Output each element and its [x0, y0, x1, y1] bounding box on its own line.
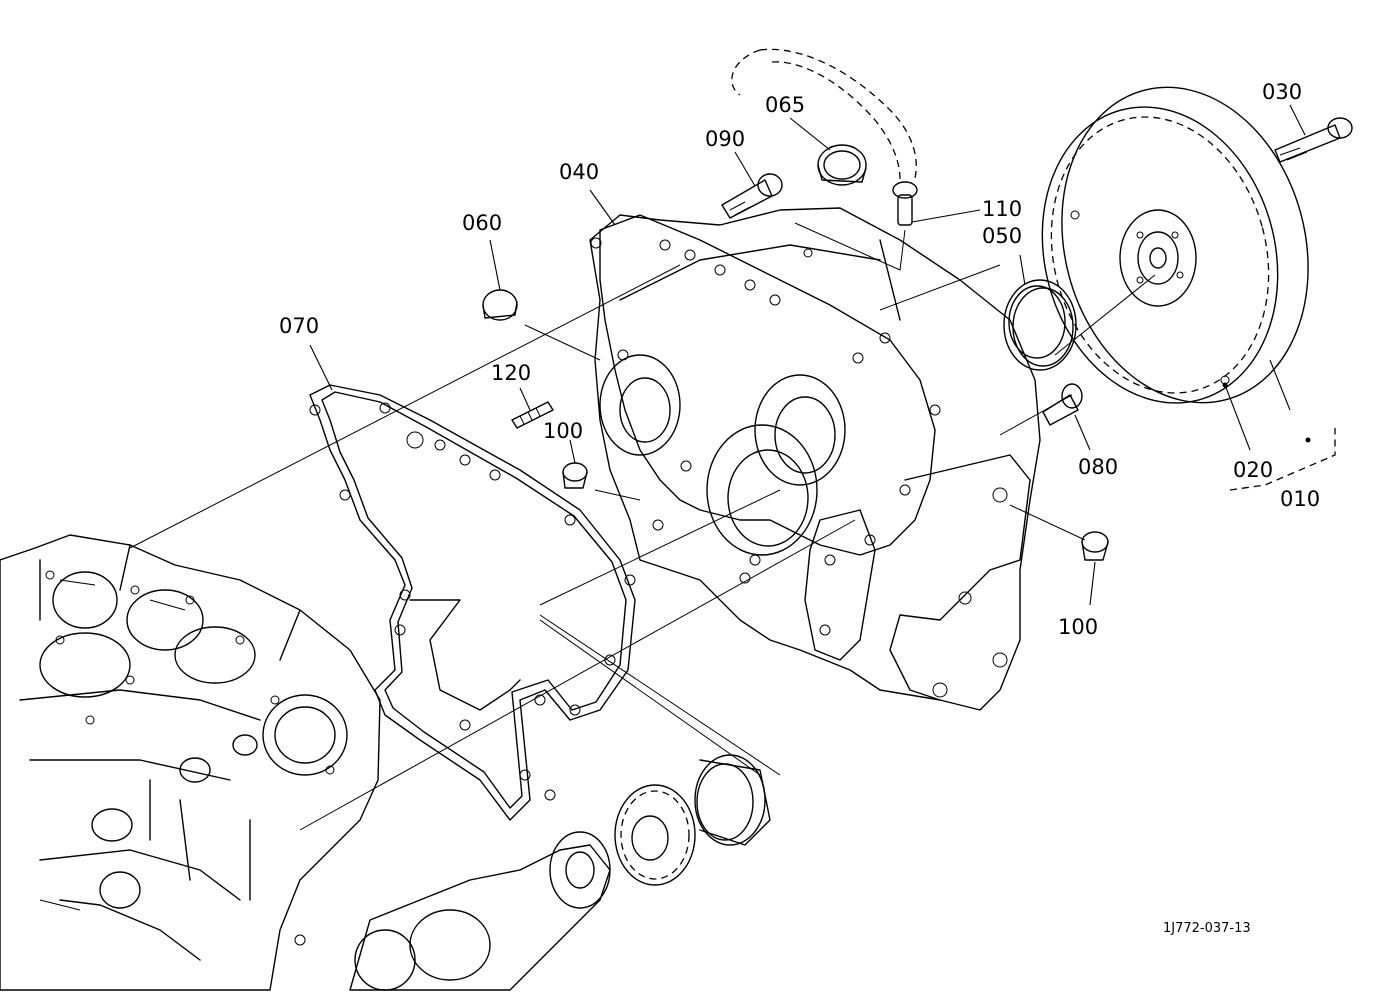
callout-030: 030: [1262, 80, 1302, 104]
leader-lines: [309, 104, 1336, 606]
callout-010: 010: [1280, 487, 1320, 511]
flywheel-020: [1041, 86, 1309, 404]
callout-050: 050: [982, 224, 1022, 248]
callout-070: 070: [279, 314, 319, 338]
bolt-030: [1274, 117, 1353, 163]
callout-080: 080: [1078, 455, 1118, 479]
drawing-number: 1J772-037-13: [1163, 921, 1251, 936]
bushing-100-left: [562, 462, 588, 489]
plug-060: [482, 289, 518, 321]
callout-090: 090: [705, 127, 745, 151]
callout-020: 020: [1233, 458, 1273, 482]
engine-block: [0, 534, 381, 991]
gear-case-040: [589, 207, 1041, 711]
callout-100-right: 100: [1058, 615, 1098, 639]
bolt-090: [721, 173, 783, 219]
oil-seal-050: [1003, 279, 1077, 371]
callout-labels: 010 020 030 040 050 060 065 070 080 090 …: [279, 80, 1320, 936]
gasket-070: [309, 384, 636, 821]
callout-040: 040: [559, 160, 599, 184]
callout-110: 110: [982, 197, 1022, 221]
bushing-100-right: [1081, 531, 1109, 561]
breather-pipe-110: [731, 48, 918, 226]
callout-060: 060: [462, 211, 502, 235]
plug-065: [817, 144, 867, 186]
crankshaft: [349, 831, 611, 991]
crankshaft-gear: [614, 754, 771, 886]
callout-100-left: 100: [543, 419, 583, 443]
assembly-lines: [129, 222, 1156, 831]
callout-120: 120: [491, 361, 531, 385]
stud-120: [511, 401, 554, 429]
callout-065: 065: [765, 93, 805, 117]
